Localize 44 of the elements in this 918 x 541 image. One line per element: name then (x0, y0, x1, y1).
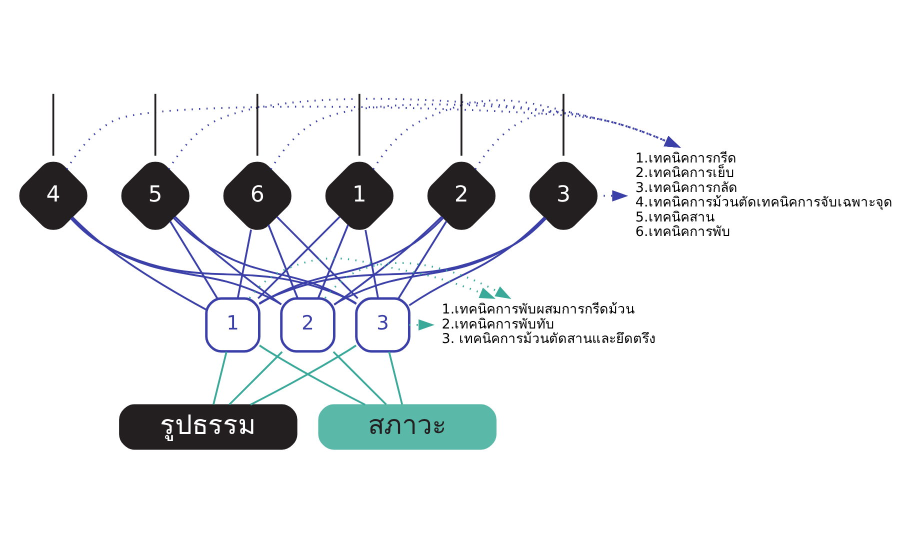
connector (408, 216, 546, 306)
arrow (168, 97, 681, 170)
arrow (248, 256, 496, 298)
connector (250, 344, 357, 406)
connector (398, 220, 448, 298)
connector (228, 350, 283, 405)
connector (256, 93, 258, 156)
connector (236, 229, 252, 298)
arrow (409, 318, 435, 330)
connector (268, 224, 298, 298)
connector (170, 220, 218, 298)
connector (52, 93, 54, 156)
connector (460, 93, 462, 156)
connector (259, 344, 366, 406)
node-box: 2 (280, 296, 336, 352)
node-text: 1.เทคนิคการกรีด 2.เทคนิคการเย็บ 3.เทคนิคการกลัด 4.เทคนิคการม้วนตัดเทคนิคการจับเฉพาะจุด 5.เทคนิคสาน 6.เทคนิคการพับ (635, 150, 892, 240)
connector (257, 216, 340, 299)
connector (332, 350, 387, 405)
connector (334, 216, 546, 305)
connector (388, 351, 404, 404)
connector (317, 224, 349, 298)
connector (562, 93, 564, 156)
connector (70, 217, 357, 304)
connector (334, 216, 442, 305)
connector (172, 216, 357, 304)
node-box: 3 (355, 296, 410, 352)
connector (212, 351, 228, 404)
connector (276, 216, 358, 299)
node-text: 1.เทคนิคการพับผสมการกรีดม้วน 2.เทคนิคการพับทับ 3. เทคนิคการม้วนตัดสานและยึดตรึง (442, 301, 656, 347)
node-box: สภาวะ (318, 404, 496, 450)
arrow (604, 190, 628, 201)
arrow (270, 103, 681, 170)
connector (259, 217, 547, 304)
connector (72, 216, 206, 310)
connector (364, 229, 379, 298)
node-box: 1 (205, 296, 260, 352)
connector (258, 216, 444, 304)
connector (358, 93, 360, 156)
node-box: รูปธรรม (119, 404, 298, 450)
connector (174, 216, 282, 305)
arrow (66, 105, 681, 170)
connector (70, 216, 282, 305)
connector (154, 93, 156, 156)
arrow (324, 262, 512, 299)
